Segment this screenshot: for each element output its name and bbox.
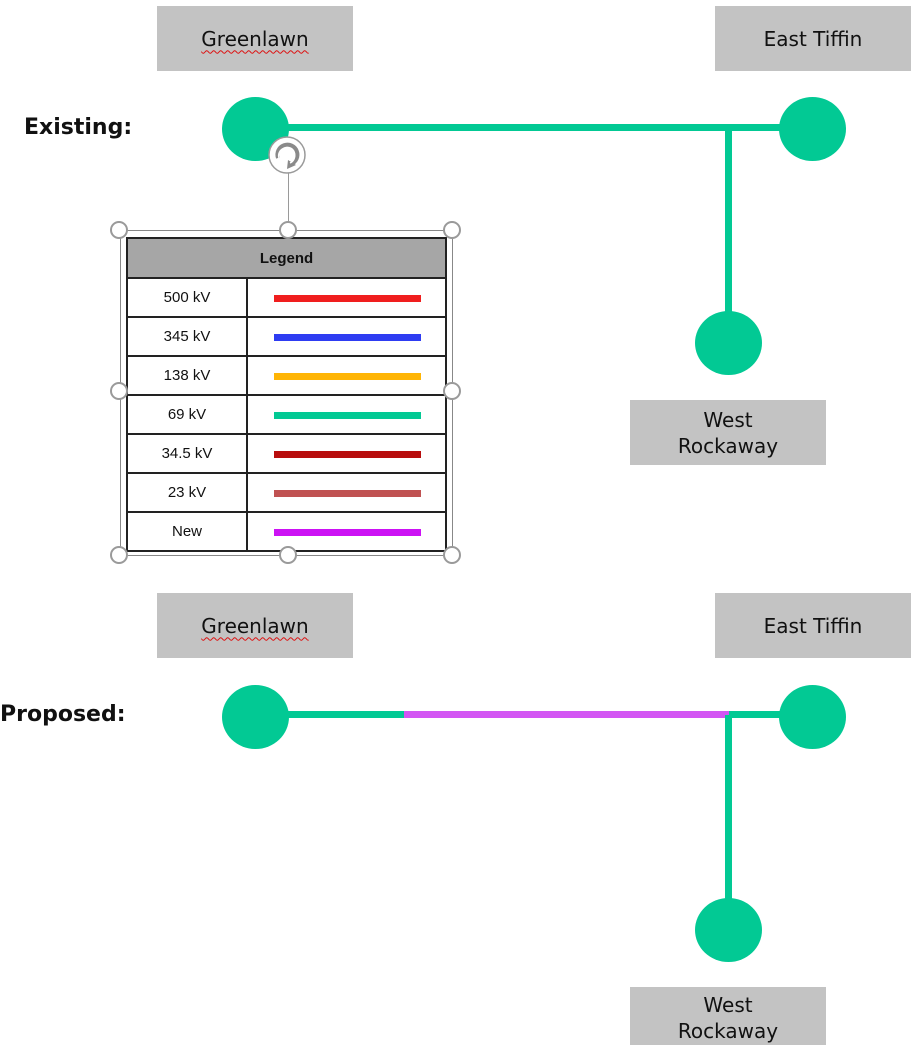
legend-row: 138 kV — [126, 355, 447, 396]
legend-row: New — [126, 511, 447, 552]
legend-line-swatch — [274, 333, 421, 341]
existing-east-tiffin-label-box: East Tiffin — [715, 6, 911, 71]
proposed-greenlawn-node — [222, 685, 289, 749]
resize-handle-icon[interactable] — [443, 382, 461, 400]
proposed-heading: Proposed: — [0, 702, 126, 727]
legend-row-swatch-cell — [246, 511, 447, 552]
legend-row-swatch-cell — [246, 316, 447, 357]
legend-line-swatch — [274, 528, 421, 536]
legend-row: 69 kV — [126, 394, 447, 435]
legend-row-swatch-cell — [246, 472, 447, 513]
legend-row-swatch-cell — [246, 433, 447, 474]
legend-row-label: 34.5 kV — [126, 433, 248, 474]
legend-row: 345 kV — [126, 316, 447, 357]
proposed-east-tiffin-label: East Tiffin — [763, 613, 863, 638]
legend-row-swatch-cell — [246, 277, 447, 318]
existing-line-tap-west-rockaway — [725, 128, 732, 346]
existing-west-rockaway-label: West Rockaway — [677, 407, 779, 458]
proposed-west-rockaway-label-box: West Rockaway — [630, 987, 826, 1045]
existing-greenlawn-label-box: Greenlawn — [157, 6, 353, 71]
legend-row-swatch-cell — [246, 394, 447, 435]
proposed-west-rockaway-node — [695, 898, 762, 962]
existing-greenlawn-label: Greenlawn — [201, 26, 309, 51]
legend-line-swatch — [274, 372, 421, 380]
resize-handle-icon[interactable] — [443, 546, 461, 564]
legend-row: 500 kV — [126, 277, 447, 318]
proposed-greenlawn-label: Greenlawn — [201, 613, 309, 638]
resize-handle-icon[interactable] — [443, 221, 461, 239]
legend-row-label: 345 kV — [126, 316, 248, 357]
legend-row-label: 500 kV — [126, 277, 248, 318]
resize-handle-icon[interactable] — [279, 546, 297, 564]
legend-line-swatch — [274, 489, 421, 497]
proposed-line-new-segment — [404, 711, 729, 718]
existing-east-tiffin-label: East Tiffin — [763, 26, 863, 51]
proposed-line-greenlawn-segment — [256, 711, 404, 718]
proposed-line-east-tiffin-segment — [729, 711, 817, 718]
legend-row-label: 138 kV — [126, 355, 248, 396]
proposed-line-tap-west-rockaway — [725, 715, 732, 933]
legend-title: Legend — [126, 237, 447, 279]
proposed-west-rockaway-label: West Rockaway — [677, 993, 779, 1043]
existing-heading: Existing: — [24, 115, 133, 140]
rotate-handle-stem — [288, 168, 289, 230]
legend-line-swatch — [274, 411, 421, 419]
legend-row-swatch-cell — [246, 355, 447, 396]
legend-row-label: 23 kV — [126, 472, 248, 513]
legend-line-swatch — [274, 450, 421, 458]
resize-handle-icon[interactable] — [110, 221, 128, 239]
resize-handle-icon[interactable] — [110, 546, 128, 564]
proposed-east-tiffin-label-box: East Tiffin — [715, 593, 911, 658]
existing-east-tiffin-node — [779, 97, 846, 161]
rotate-icon[interactable] — [266, 135, 308, 175]
legend-line-swatch — [274, 294, 421, 302]
existing-west-rockaway-label-box: West Rockaway — [630, 400, 826, 465]
legend-row: 23 kV — [126, 472, 447, 513]
existing-line-greenlawn-east-tiffin — [256, 124, 816, 131]
resize-handle-icon[interactable] — [110, 382, 128, 400]
proposed-east-tiffin-node — [779, 685, 846, 749]
proposed-greenlawn-label-box: Greenlawn — [157, 593, 353, 658]
legend-row: 34.5 kV — [126, 433, 447, 474]
existing-west-rockaway-node — [695, 311, 762, 375]
legend-row-label: New — [126, 511, 248, 552]
legend-row-label: 69 kV — [126, 394, 248, 435]
resize-handle-icon[interactable] — [279, 221, 297, 239]
